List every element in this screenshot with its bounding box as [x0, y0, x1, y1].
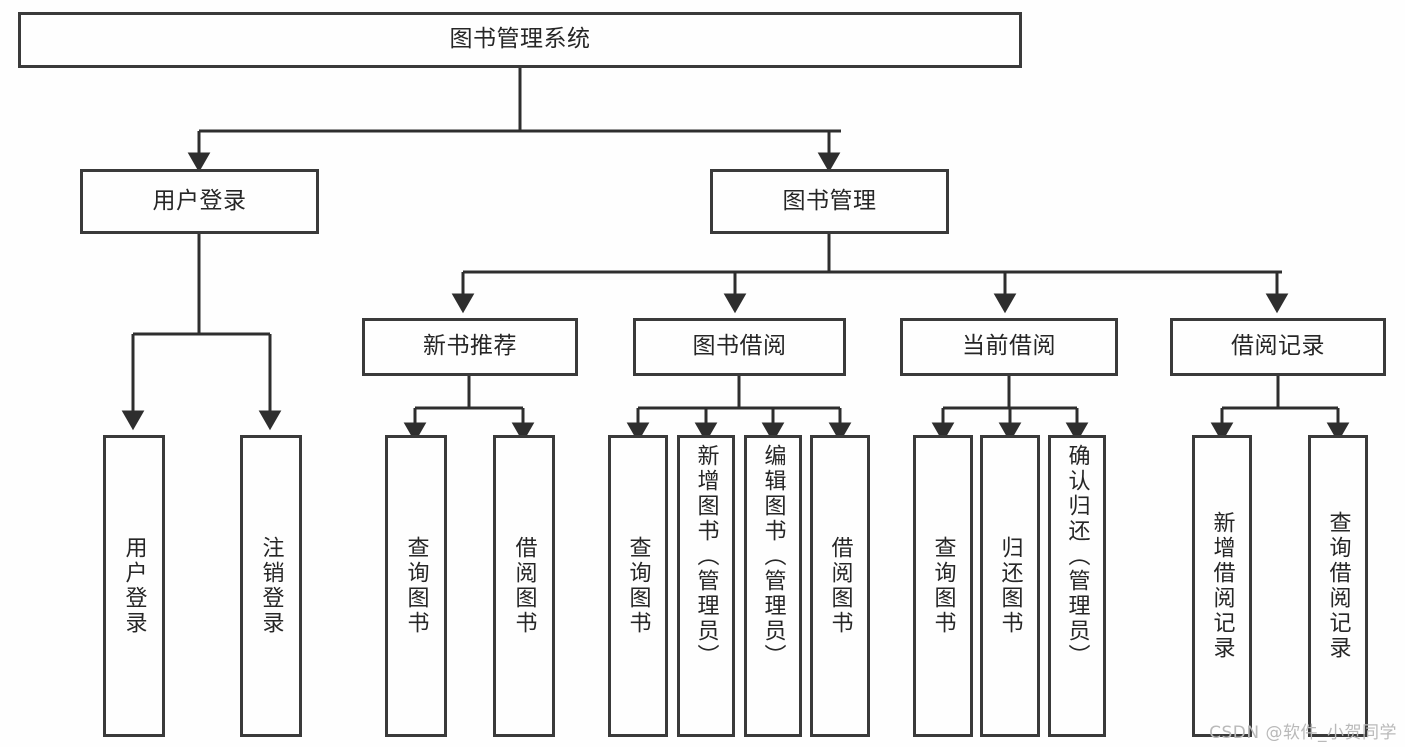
node-label: 查询图书: [625, 536, 651, 636]
node-label: 借阅记录: [1231, 333, 1325, 360]
node-leaf-add-book-admin[interactable]: 新增图书（管理员）: [677, 435, 735, 737]
watermark-text: CSDN @软件_小贺同学: [1209, 723, 1397, 743]
node-label: 新书推荐: [423, 333, 517, 360]
node-label: 借阅图书: [827, 536, 853, 636]
node-leaf-borrow-book[interactable]: 借阅图书: [810, 435, 870, 737]
node-book-management[interactable]: 图书管理: [710, 169, 949, 234]
node-borrow-record[interactable]: 借阅记录: [1170, 318, 1386, 376]
node-label: 归还图书: [997, 536, 1023, 636]
node-label: 注销登录: [258, 536, 284, 636]
node-leaf-query-book-borrow[interactable]: 查询图书: [608, 435, 668, 737]
node-leaf-confirm-return-admin[interactable]: 确认归还（管理员）: [1048, 435, 1106, 737]
node-label: 查询图书: [930, 536, 956, 636]
node-user-login[interactable]: 用户登录: [80, 169, 319, 234]
node-leaf-query-book-recommend[interactable]: 查询图书: [385, 435, 447, 737]
node-leaf-add-borrow-record[interactable]: 新增借阅记录: [1192, 435, 1252, 737]
node-label: 新增借阅记录: [1209, 511, 1235, 661]
node-leaf-user-login[interactable]: 用户登录: [103, 435, 165, 737]
node-label: 查询借阅记录: [1325, 511, 1351, 661]
node-book-borrow[interactable]: 图书借阅: [633, 318, 846, 376]
node-leaf-borrow-book-recommend[interactable]: 借阅图书: [493, 435, 555, 737]
node-leaf-return-book[interactable]: 归还图书: [980, 435, 1040, 737]
node-new-book-recommend[interactable]: 新书推荐: [362, 318, 578, 376]
node-label: 借阅图书: [511, 536, 537, 636]
node-label: 当前借阅: [962, 333, 1056, 360]
node-label: 编辑图书（管理员）: [760, 444, 786, 669]
node-label: 用户登录: [121, 536, 147, 636]
node-leaf-logout[interactable]: 注销登录: [240, 435, 302, 737]
node-label: 图书借阅: [692, 333, 787, 360]
node-root-library-management-system[interactable]: 图书管理系统: [18, 12, 1022, 68]
node-label: 用户登录: [152, 187, 247, 214]
node-leaf-edit-book-admin[interactable]: 编辑图书（管理员）: [744, 435, 802, 737]
node-label: 确认归还（管理员）: [1064, 444, 1090, 669]
node-label: 图书管理: [782, 187, 877, 214]
node-leaf-query-borrow-record[interactable]: 查询借阅记录: [1308, 435, 1368, 737]
node-label: 查询图书: [403, 536, 429, 636]
node-leaf-query-book-current[interactable]: 查询图书: [913, 435, 973, 737]
node-current-borrow[interactable]: 当前借阅: [900, 318, 1118, 376]
node-label: 图书管理系统: [449, 26, 591, 53]
node-label: 新增图书（管理员）: [693, 444, 719, 669]
